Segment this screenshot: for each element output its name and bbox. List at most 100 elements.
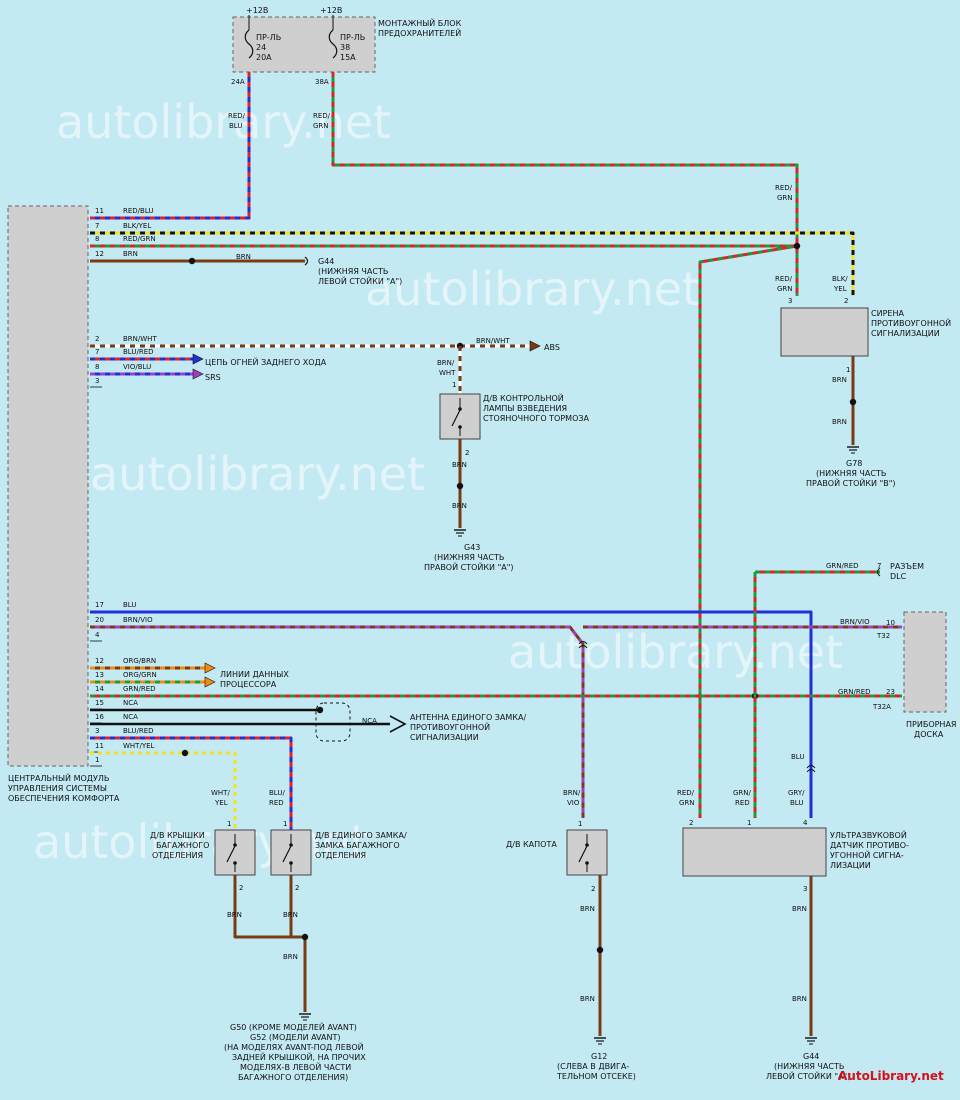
dashboard-conn-t32: T32: [876, 632, 890, 640]
g44-bottom-name: G44: [803, 1052, 819, 1061]
splice-dot: [316, 706, 324, 714]
g12-line2: ТЕЛЬНОМ ОТСЕКЕ): [556, 1072, 636, 1081]
wire-label: GRY/: [788, 789, 805, 797]
wire-label: BRN: [580, 995, 595, 1003]
wire-label: GRN/: [733, 789, 752, 797]
trunk-lid-label-1: Д/В КРЫШКИ: [150, 831, 205, 840]
g43-line1: (НИЖНЯЯ ЧАСТЬ: [434, 553, 504, 562]
wire-label: WHT/: [211, 789, 230, 797]
module-pin-number: 1: [95, 756, 99, 764]
g78-line1: (НИЖНЯЯ ЧАСТЬ: [816, 469, 886, 478]
wire-label: BRN: [832, 376, 847, 384]
module-pin-number: 7: [95, 222, 99, 230]
parking-brake-switch: Д/В КОНТРОЛЬНОЙ ЛАМПЫ ВЗВЕДЕНИЯ СТОЯНОЧН…: [439, 381, 589, 457]
g43-line2: ПРАВОЙ СТОЙКИ "А"): [424, 561, 514, 572]
trunk-lock-switch: Д/В ЕДИНОГО ЗАМКА/ ЗАМКА БАГАЖНОГО ОТДЕЛ…: [270, 820, 407, 892]
dlc-label-1: РАЗЪЕМ: [890, 562, 924, 571]
wire-label: BRN/: [437, 359, 455, 367]
fuse2-line1: ПР-ЛЬ: [340, 33, 365, 42]
module-pin-wire-color: BLU/RED: [123, 348, 154, 356]
ultrasonic-pin-3: 3: [803, 885, 807, 893]
fuse2-pin: 38А: [315, 78, 329, 86]
trunk-lock-pin-2: 2: [295, 884, 299, 892]
module-label-1: ЦЕНТРАЛЬНЫЙ МОДУЛЬ: [8, 772, 109, 783]
antenna-arrow-icon: [389, 715, 407, 733]
module-pin-wire-color: BLU: [123, 601, 136, 609]
watermark-5: autolibrary.net: [33, 815, 368, 869]
module-pin-number: 17: [95, 601, 104, 609]
wire-red-grn-fuse38-stripe: [331, 72, 799, 296]
splice-dot: [596, 946, 604, 954]
ultrasonic-sensor: УЛЬТРАЗВУКОВОЙ ДАТЧИК ПРОТИВО- УГОННОЙ С…: [682, 819, 909, 893]
wire-label: YEL: [833, 285, 847, 293]
shield-icon: [315, 702, 351, 742]
ultrasonic-label-4: ЛИЗАЦИИ: [830, 861, 871, 870]
module-pin-number: 11: [95, 742, 104, 750]
fuse2-supply: +12В: [320, 6, 342, 15]
g78-name: G78: [846, 459, 862, 468]
module-pin-number: 3: [95, 727, 99, 735]
wire-blk-yel-siren-stripe: [90, 231, 855, 296]
hood-label: Д/В КАПОТА: [506, 840, 557, 849]
fuse1-line1: ПР-ЛЬ: [256, 33, 281, 42]
fuse2-icon: [328, 29, 338, 59]
g50-line3: (НА МОДЕЛЯХ AVANT-ПОД ЛЕВОЙ: [224, 1041, 364, 1052]
trunk-lid-label-3: ОТДЕЛЕНИЯ: [152, 851, 203, 860]
wire-label: GRN: [777, 285, 793, 293]
srs-label: SRS: [205, 373, 221, 382]
module-pin-wire-color: NCA: [123, 713, 138, 721]
g50-line6: БАГАЖНОГО ОТДЕЛЕНИЯ): [238, 1073, 348, 1082]
watermark-1: autolibrary.net: [56, 95, 391, 149]
siren-label-2: ПРОТИВОУГОННОЙ: [871, 317, 951, 328]
module-pin-number: 20: [95, 616, 104, 624]
fuse1-line3: 20А: [256, 53, 272, 62]
switch-icon: [282, 834, 293, 872]
fuse2-line2: 38: [340, 43, 350, 52]
module-pin-number: 2: [95, 335, 99, 343]
wire-label: BRN: [452, 461, 467, 469]
module-label-2: УПРАВЛЕНИЯ СИСТЕМЫ: [8, 784, 107, 793]
switch-icon: [578, 834, 589, 872]
hood-pin-1: 1: [578, 820, 582, 828]
wire-label: GRN: [777, 194, 793, 202]
module-pin-wire-color: RED/BLU: [123, 207, 154, 215]
wire-label: RED/: [313, 112, 331, 120]
wire-label: GRN/RED: [838, 688, 871, 696]
splice-dot: [188, 257, 196, 265]
splice-dot: [456, 482, 464, 490]
siren-pin-2: 2: [844, 297, 848, 305]
destination-labels: ABS ЦЕПЬ ОГНЕЙ ЗАДНЕГО ХОДА SRS ЛИНИИ ДА…: [205, 343, 560, 742]
module-pin-wire-color: BRN/WHT: [123, 335, 157, 343]
trunk-lid-switch: Д/В КРЫШКИ БАГАЖНОГО ОТДЕЛЕНИЯ 1 2: [150, 820, 256, 892]
trunk-lid-label-2: БАГАЖНОГО: [156, 841, 209, 850]
antenna-label-3: СИГНАЛИЗАЦИИ: [410, 733, 479, 742]
data-lines-label-1: ЛИНИИ ДАННЫХ: [220, 670, 289, 679]
g12-name: G12: [591, 1052, 607, 1061]
brand-mark: AutoLibrary.net: [838, 1069, 944, 1083]
ground-labels: G44 (НИЖНЯЯ ЧАСТЬ ЛЕВОЙ СТОЙКИ "А") G78 …: [224, 257, 896, 1082]
wire-label: BRN: [283, 911, 298, 919]
g50-line4: ЗАДНЕЙ КРЫШКОЙ, НА ПРОЧИХ: [232, 1051, 366, 1062]
srs-arrow-icon: [192, 368, 204, 380]
wire-label: BRN/VIO: [840, 618, 870, 626]
wire-label: YEL: [214, 799, 228, 807]
g44-bottom-line1: (НИЖНЯЯ ЧАСТЬ: [774, 1062, 844, 1071]
g12-line1: (СЛЕВА В ДВИГА-: [557, 1062, 629, 1071]
wire-label: BRN: [452, 502, 467, 510]
dashboard-pin-23: 23: [886, 688, 895, 696]
dashboard-pin-10: 10: [886, 619, 895, 627]
module-pin-number: 12: [95, 250, 104, 258]
splice-dot: [793, 242, 801, 250]
ultrasonic-pin-2: 2: [689, 819, 693, 827]
watermark-3: autolibrary.net: [90, 447, 425, 501]
wire-label: BRN/WHT: [476, 337, 510, 345]
wires: [90, 72, 902, 1045]
siren-component: СИРЕНА ПРОТИВОУГОННОЙ СИГНАЛИЗАЦИИ 3 2 1: [780, 297, 951, 374]
watermark-2: autolibrary.net: [365, 262, 700, 316]
wire-label: BRN: [580, 905, 595, 913]
siren-label-1: СИРЕНА: [871, 309, 904, 318]
wire-label: VIO: [567, 799, 580, 807]
g50-line2: G52 (МОДЕЛИ AVANT): [250, 1033, 340, 1042]
wire-wht-yel-lid: [90, 751, 237, 830]
module-pin-wire-color: ORG/BRN: [123, 657, 156, 665]
